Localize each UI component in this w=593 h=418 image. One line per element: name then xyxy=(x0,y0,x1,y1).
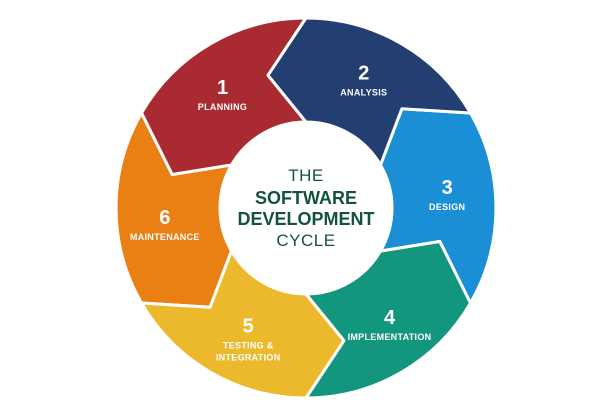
stage-number-1: 1 xyxy=(217,77,228,99)
stage-label-5-line2: INTEGRATION xyxy=(216,353,281,363)
center-title-line1: THE xyxy=(288,166,324,185)
center-title-line3: DEVELOPMENT xyxy=(237,209,374,229)
stage-label-1: PLANNING xyxy=(198,102,247,112)
stage-label-2: ANALYSIS xyxy=(340,87,387,97)
stage-label-4: IMPLEMENTATION xyxy=(348,332,432,342)
stage-number-6: 6 xyxy=(159,207,170,229)
center-title-line4: CYCLE xyxy=(276,231,335,250)
stage-label-6: MAINTENANCE xyxy=(130,232,200,242)
stage-number-2: 2 xyxy=(358,62,369,84)
stage-number-4: 4 xyxy=(384,307,396,329)
center-circle xyxy=(220,122,392,294)
stage-label-3: DESIGN xyxy=(429,202,465,212)
center-title: THE SOFTWARE DEVELOPMENT CYCLE xyxy=(237,166,374,250)
stage-label-5-line1: TESTING & xyxy=(223,341,274,351)
center-title-line2: SOFTWARE xyxy=(255,188,357,208)
stage-number-3: 3 xyxy=(442,177,453,199)
stage-number-5: 5 xyxy=(243,316,254,338)
